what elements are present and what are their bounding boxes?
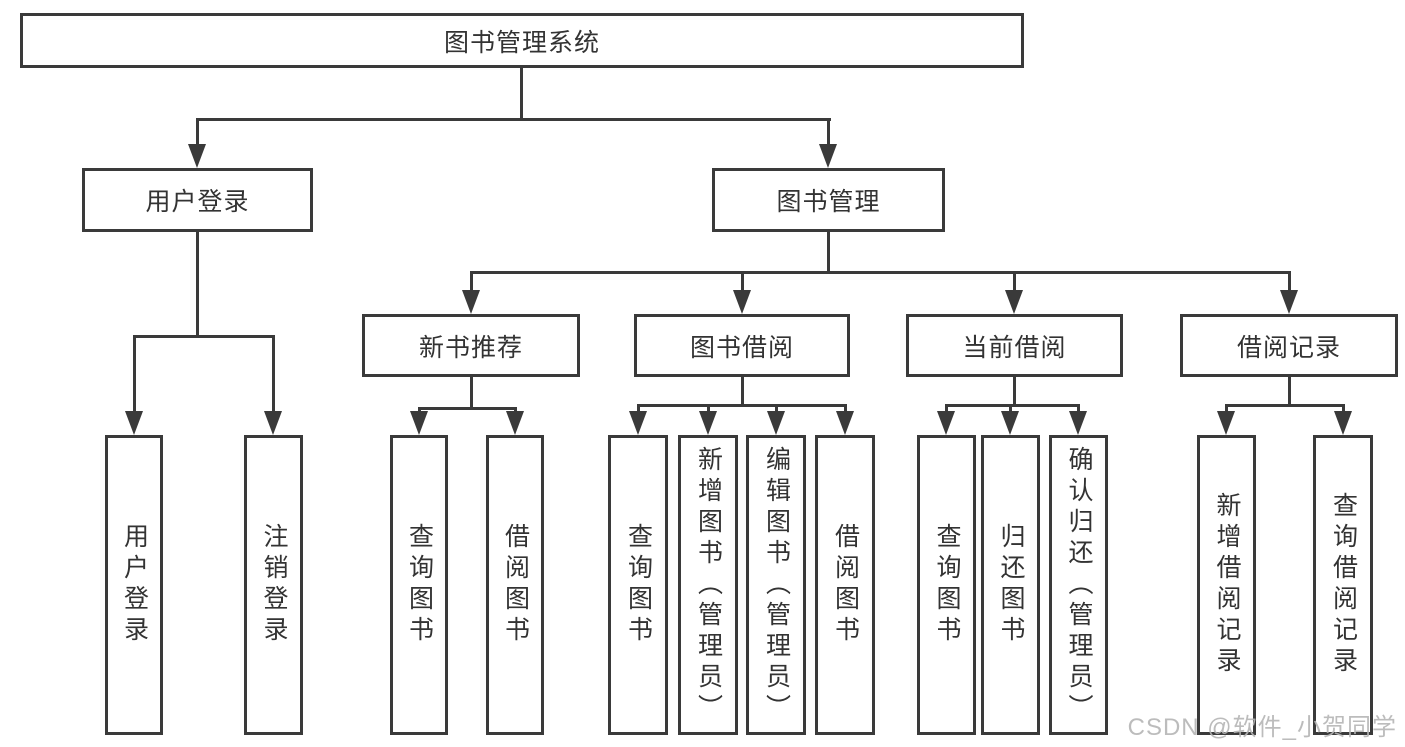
- connector-line: [827, 118, 830, 148]
- leaf-query-borrow-record: 查询借阅记录: [1313, 435, 1373, 735]
- connector-arrowhead: [629, 411, 647, 435]
- node-label: 新书推荐: [418, 333, 523, 362]
- connector-line: [775, 404, 778, 415]
- connector-line: [196, 232, 199, 335]
- leaf-borrow-books: 借阅图书: [815, 435, 875, 735]
- connector-line: [133, 335, 136, 415]
- connector-arrowhead: [410, 411, 428, 435]
- node-user-login: 用户登录: [82, 168, 313, 232]
- connector-arrowhead: [1217, 411, 1235, 435]
- connector-arrowhead: [506, 411, 524, 435]
- leaf-user-login: 用户登录: [105, 435, 163, 735]
- connector-arrowhead: [1001, 411, 1019, 435]
- leaf-label: 新增图书（管理员）: [694, 445, 723, 725]
- node-book-management: 图书管理: [712, 168, 945, 232]
- connector-line: [945, 404, 948, 415]
- connector-arrowhead: [1069, 411, 1087, 435]
- leaf-query-books-recommend: 查询图书: [390, 435, 448, 735]
- connector-arrowhead: [188, 144, 206, 168]
- connector-arrowhead: [937, 411, 955, 435]
- connector-line: [637, 404, 640, 415]
- connector-line: [1288, 377, 1291, 404]
- leaf-logout: 注销登录: [244, 435, 303, 735]
- csdn-watermark: CSDN @软件_小贺同学: [1127, 714, 1397, 741]
- leaf-add-borrow-record: 新增借阅记录: [1197, 435, 1256, 735]
- connector-line: [470, 271, 473, 293]
- connector-arrowhead: [819, 144, 837, 168]
- leaf-label: 新增借阅记录: [1213, 492, 1241, 678]
- connector-arrowhead: [1005, 290, 1023, 314]
- connector-line: [1013, 377, 1016, 404]
- node-label: 图书管理: [776, 188, 881, 216]
- leaf-label: 用户登录: [120, 523, 149, 647]
- connector-line: [707, 404, 710, 415]
- connector-line: [418, 407, 517, 410]
- leaf-add-books-admin: 新增图书（管理员）: [678, 435, 738, 735]
- connector-line: [196, 118, 831, 121]
- leaf-edit-books-admin: 编辑图书（管理员）: [746, 435, 806, 735]
- node-borrowing-records: 借阅记录: [1180, 314, 1398, 377]
- leaf-return-books: 归还图书: [981, 435, 1040, 735]
- leaf-label: 借阅图书: [831, 523, 860, 647]
- leaf-label: 查询图书: [405, 523, 434, 647]
- node-label: 用户登录: [145, 188, 250, 216]
- connector-line: [1013, 271, 1016, 293]
- connector-line: [272, 335, 275, 415]
- connector-arrowhead: [767, 411, 785, 435]
- node-label: 借阅记录: [1236, 333, 1341, 362]
- node-label: 当前借阅: [962, 333, 1067, 362]
- leaf-label: 确认归还（管理员）: [1065, 445, 1093, 725]
- leaf-query-books-borrowing: 查询图书: [608, 435, 668, 735]
- leaf-label: 查询图书: [933, 523, 961, 647]
- leaf-confirm-return-admin: 确认归还（管理员）: [1049, 435, 1108, 735]
- leaf-borrow-books-recommend: 借阅图书: [486, 435, 544, 735]
- connector-line: [1009, 404, 1012, 415]
- node-label: 图书借阅: [689, 333, 794, 362]
- leaf-label: 编辑图书（管理员）: [762, 445, 791, 725]
- node-library-management-system: 图书管理系统: [20, 13, 1024, 68]
- connector-line: [844, 404, 847, 415]
- connector-line: [741, 271, 744, 293]
- connector-line: [827, 232, 830, 271]
- connector-line: [1225, 404, 1345, 407]
- connector-line: [470, 271, 1291, 274]
- connector-line: [470, 377, 473, 407]
- connector-line: [741, 377, 744, 404]
- node-label: 图书管理系统: [443, 28, 600, 57]
- connector-line: [1225, 404, 1228, 415]
- connector-line: [1288, 271, 1291, 293]
- connector-arrowhead: [125, 411, 143, 435]
- leaf-label: 归还图书: [997, 523, 1025, 647]
- connector-line: [945, 404, 1080, 407]
- leaf-query-books-current: 查询图书: [917, 435, 976, 735]
- connector-arrowhead: [264, 411, 282, 435]
- connector-arrowhead: [733, 290, 751, 314]
- node-book-borrowing: 图书借阅: [634, 314, 850, 377]
- connector-line: [520, 68, 523, 118]
- connector-arrowhead: [699, 411, 717, 435]
- leaf-label: 查询图书: [624, 523, 653, 647]
- connector-arrowhead: [1280, 290, 1298, 314]
- connector-arrowhead: [1334, 411, 1352, 435]
- leaf-label: 查询借阅记录: [1329, 492, 1358, 678]
- leaf-label: 注销登录: [260, 523, 288, 647]
- connector-arrowhead: [836, 411, 854, 435]
- connector-line: [637, 404, 847, 407]
- connector-line: [133, 335, 275, 338]
- node-current-borrowing: 当前借阅: [906, 314, 1123, 377]
- connector-line: [196, 118, 199, 148]
- connector-arrowhead: [462, 290, 480, 314]
- connector-line: [1342, 404, 1345, 415]
- connector-line: [1077, 404, 1080, 415]
- leaf-label: 借阅图书: [501, 523, 530, 647]
- node-new-book-recommend: 新书推荐: [362, 314, 580, 377]
